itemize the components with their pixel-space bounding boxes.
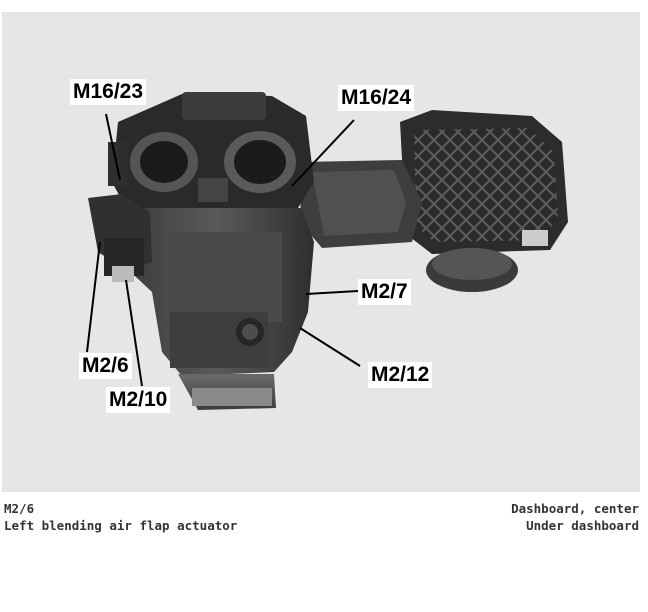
callout-m16-24: M16/24 — [338, 85, 415, 111]
callout-m2-6: M2/6 — [79, 353, 132, 379]
location-primary: Dashboard, center — [511, 501, 639, 516]
left-actuators — [88, 142, 152, 282]
upper-housing — [112, 92, 314, 208]
footwell-duct — [178, 374, 276, 410]
component-photo: M16/23 M16/24 M2/7 M2/6 M2/12 M2/10 — [2, 12, 640, 492]
component-name: Left blending air flap actuator — [4, 518, 238, 533]
blower-housing — [400, 110, 568, 292]
heater-box — [120, 208, 314, 376]
connecting-duct — [300, 160, 422, 248]
location-secondary: Under dashboard — [526, 518, 639, 533]
callout-m2-12: M2/12 — [368, 362, 433, 388]
leader-lines — [86, 113, 361, 387]
component-caption: M2/6 Left blending air flap actuator — [4, 500, 237, 534]
hvac-unit-illustration — [86, 92, 568, 410]
component-code: M2/6 — [4, 501, 35, 516]
callout-m2-7: M2/7 — [358, 279, 411, 305]
callout-m16-23: M16/23 — [70, 79, 147, 105]
callout-m2-10: M2/10 — [106, 387, 171, 413]
location-caption: Dashboard, center Under dashboard — [511, 500, 639, 534]
